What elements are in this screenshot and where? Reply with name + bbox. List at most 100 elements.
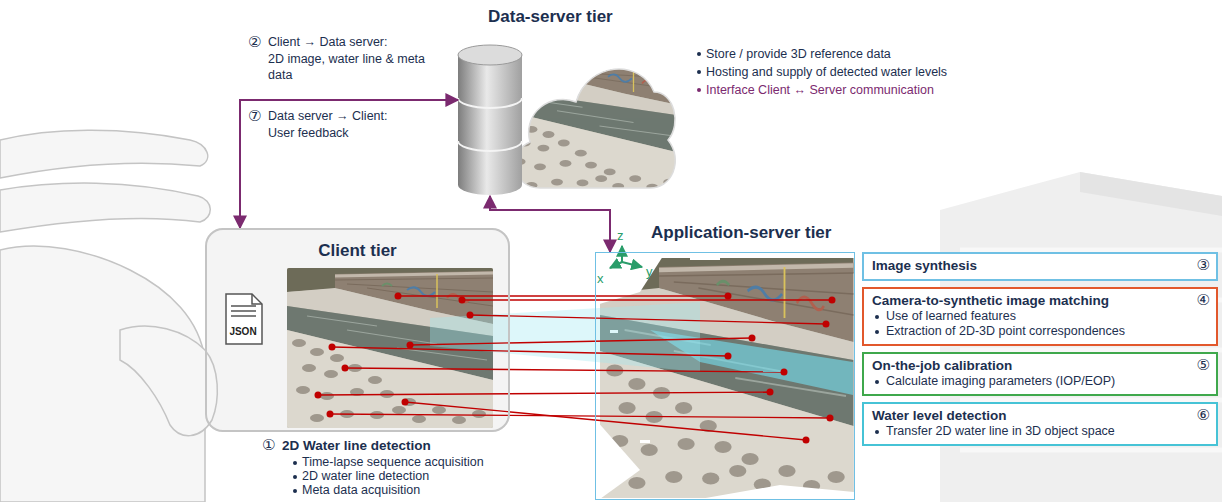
correspondence-points: [315, 293, 836, 444]
text-slot: Client → Data server:: [268, 34, 387, 50]
data-flow-arrow: [490, 196, 610, 252]
bullet-item: Extraction of 2D-3D point correspondence…: [872, 324, 1186, 339]
text-slot: On-the-job calibration: [872, 357, 1186, 374]
cloud-photo: [506, 58, 681, 194]
correspondence-points: [803, 437, 810, 444]
point-cloud-frame: Application-server tier: [595, 252, 855, 500]
correspondence-points: [327, 411, 334, 418]
database-icon: [458, 45, 522, 195]
cloud-photo: [515, 69, 675, 188]
data-flow-arrow: [240, 100, 458, 228]
correspondence-points: [315, 392, 322, 399]
correspondence-points: [407, 342, 414, 349]
hand-outline: [0, 183, 210, 232]
building-watermark: [960, 448, 1222, 453]
correspondence-points: [342, 365, 349, 372]
text-slot: Transfer 2D water line in 3D object spac…: [872, 424, 1186, 439]
synthetic-point-cloud: [596, 253, 854, 499]
callout-number: ⑦: [248, 107, 261, 125]
axis-label: y: [646, 264, 653, 280]
hand-thumb: [120, 326, 217, 436]
correspondence-lines: [332, 347, 728, 356]
correspondence-points: [395, 293, 402, 300]
bullet-item: Hosting and supply of detected water lev…: [694, 64, 947, 80]
hand-outline: [0, 130, 210, 502]
coordinate-axes: [622, 262, 642, 267]
json-file-icon: [231, 315, 256, 317]
flow-label: 2D image, water line & meta data: [268, 51, 448, 83]
bullet-item: Calculate imaging parameters (IOP/EOP): [872, 374, 1186, 389]
correspondence-lines: [405, 402, 806, 440]
synthetic-point-cloud: [596, 253, 665, 305]
correspondence-lines: [398, 295, 728, 296]
synthetic-point-cloud: [640, 440, 650, 443]
bullet-item: Use of learned features: [872, 309, 1186, 324]
water-plane: [430, 302, 700, 372]
correspondence-points: [725, 353, 732, 360]
process-step: Water level detection ⑥ Transfer 2D water …: [862, 402, 1218, 446]
synthetic-point-cloud: [700, 485, 854, 499]
bullet-item: Meta data acquisition: [290, 483, 420, 497]
axis-label: x: [597, 271, 604, 287]
step-heading: Water level detection: [872, 407, 1186, 424]
correspondence-points: [781, 369, 788, 376]
correspondence-points: [749, 335, 756, 342]
bullet-dot: [875, 430, 879, 434]
synthetic-point-cloud: [600, 258, 853, 498]
correspondence-lines: [318, 296, 832, 440]
bullet-dot: [293, 489, 297, 493]
database-icon: [458, 98, 522, 108]
correspondence-points: [467, 312, 474, 319]
callout-number: ①: [262, 436, 275, 454]
text-slot: 2D image, water line & meta data: [268, 51, 448, 83]
text-slot: Data-server tier: [488, 6, 613, 28]
tier-heading: Application-server tier: [651, 222, 831, 244]
database-icon: [458, 175, 522, 195]
correspondence-points: [459, 297, 466, 304]
bullet-dot: [293, 461, 297, 465]
database-server: Data-server tier: [458, 45, 522, 196]
text-slot: Client tier: [207, 240, 508, 262]
text-slot: JSON: [224, 325, 262, 338]
correspondence-lines: [410, 338, 752, 345]
bullet-dot: [697, 88, 701, 92]
bullet-item: Store / provide 3D reference data: [694, 46, 891, 62]
step-heading: On-the-job calibration: [872, 357, 1186, 374]
correspondence-points: [725, 293, 732, 300]
json-file-icon: [231, 305, 256, 307]
tier-heading: Client tier: [207, 240, 508, 262]
step-heading: Image synthesis: [872, 257, 1186, 274]
text-slot: Time-lapse sequence acquisition: [290, 455, 484, 469]
tier-heading: Data-server tier: [488, 6, 613, 28]
text-slot: Camera-to-synthetic image matching: [872, 292, 1186, 309]
bullet-dot: [697, 70, 701, 74]
text-slot: Hosting and supply of detected water lev…: [694, 64, 947, 80]
text-slot: Extraction of 2D-3D point correspondence…: [872, 324, 1186, 339]
water-plane: [430, 302, 700, 372]
text-slot: 2D water line detection: [290, 469, 429, 483]
text-slot: ④: [1197, 291, 1210, 309]
coordinate-axes: [610, 262, 622, 268]
process-step: Image synthesis ③: [862, 252, 1218, 281]
step-heading: 2D Water line detection: [282, 437, 431, 454]
coordinate-axes: [610, 246, 642, 268]
text-slot: z: [617, 228, 624, 244]
hand-outline: [0, 130, 208, 178]
cloud-photo: [506, 58, 681, 194]
hand-thumb: [120, 326, 217, 436]
text-slot: Calculate imaging parameters (IOP/EOP): [872, 374, 1186, 389]
process-step: Camera-to-synthetic image matching ④ Use o…: [862, 287, 1218, 346]
text-slot: ②: [248, 33, 261, 51]
text-slot: ③: [1197, 256, 1210, 274]
text-slot: x: [597, 271, 604, 287]
bullet-dot: [697, 52, 701, 56]
coordinate-axes: [621, 246, 623, 262]
text-slot: Water level detection: [872, 407, 1186, 424]
synthetic-point-cloud: [760, 254, 800, 258]
callout-number: ⑥: [1197, 406, 1210, 424]
callout-number: ②: [248, 33, 261, 51]
correspondence-points: [823, 321, 830, 328]
step-heading: Camera-to-synthetic image matching: [872, 292, 1186, 309]
correspondence-lines: [462, 299, 832, 300]
